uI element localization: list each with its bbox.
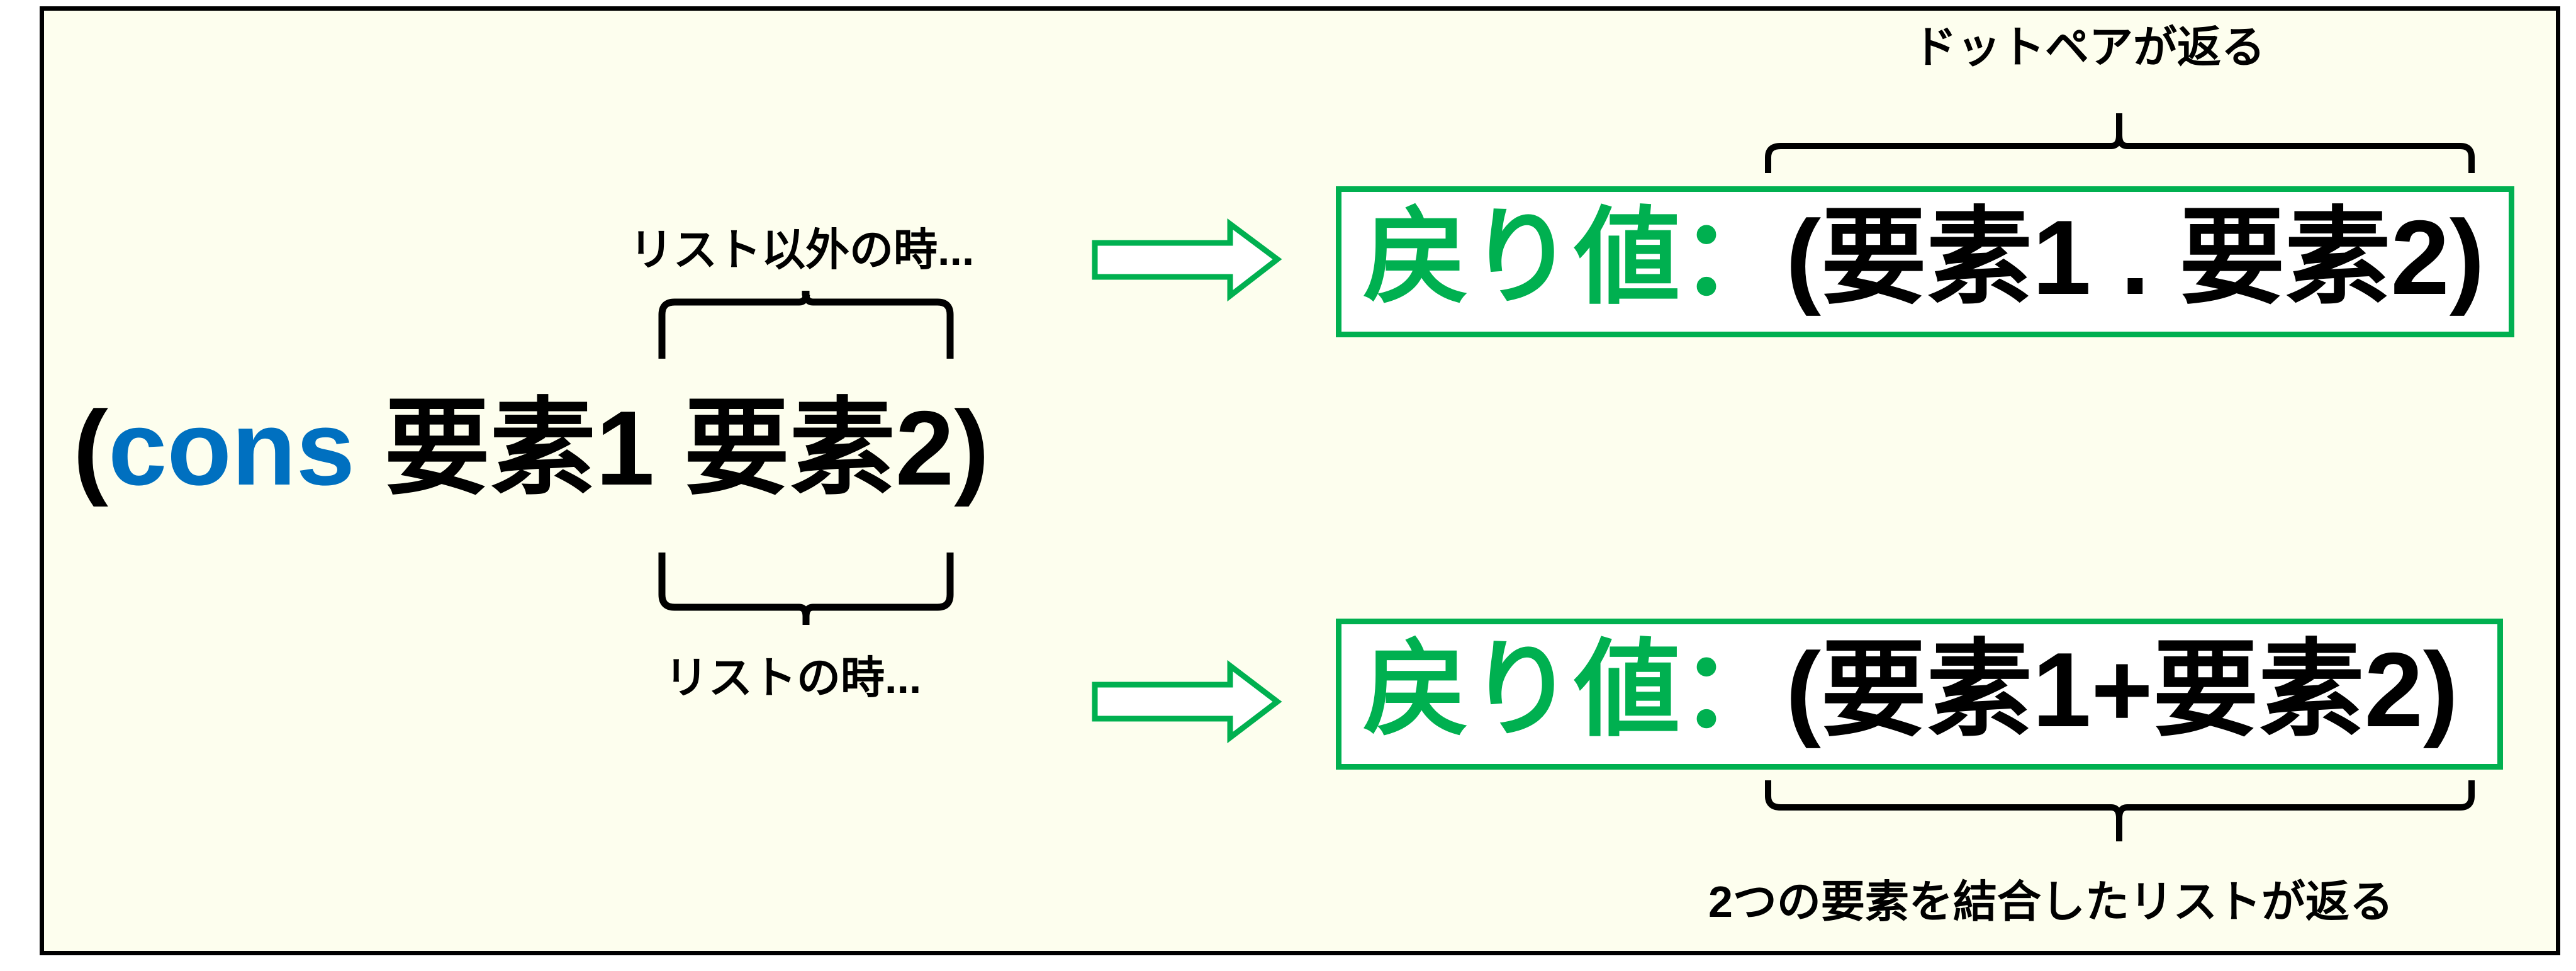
note-dotted-pair: ドットペアが返る (1913, 23, 2265, 72)
arrow-icon-list (1092, 659, 1282, 744)
note-joined-list: 2つの要素を結合したリストが返る (1708, 877, 2394, 926)
brace-joined-list (1765, 780, 2475, 841)
open-paren: ( (73, 389, 108, 507)
diagram-frame (40, 6, 2560, 955)
return-value-label: 戻り値： (1363, 631, 1786, 749)
brace-dotted-pair (1765, 113, 2475, 173)
condition-list: リストの時... (664, 653, 922, 702)
return-value: (要素1 . 要素2) (1786, 198, 2485, 317)
cons-args: 要素1 要素2 (355, 389, 955, 507)
close-paren: ) (954, 389, 990, 507)
return-value: (要素1+要素2) (1786, 631, 2458, 749)
result-box-joined-list: 戻り値：(要素1+要素2) (1336, 619, 2503, 770)
return-value-label: 戻り値： (1363, 198, 1786, 317)
cons-keyword: cons (108, 389, 356, 507)
arrow-icon-non-list (1092, 218, 1282, 302)
brace-bottom (658, 553, 954, 625)
result-box-dotted-pair: 戻り値：(要素1 . 要素2) (1336, 186, 2514, 337)
cons-expression: (cons 要素1 要素2) (73, 395, 989, 501)
condition-non-list: リスト以外の時... (629, 225, 975, 274)
